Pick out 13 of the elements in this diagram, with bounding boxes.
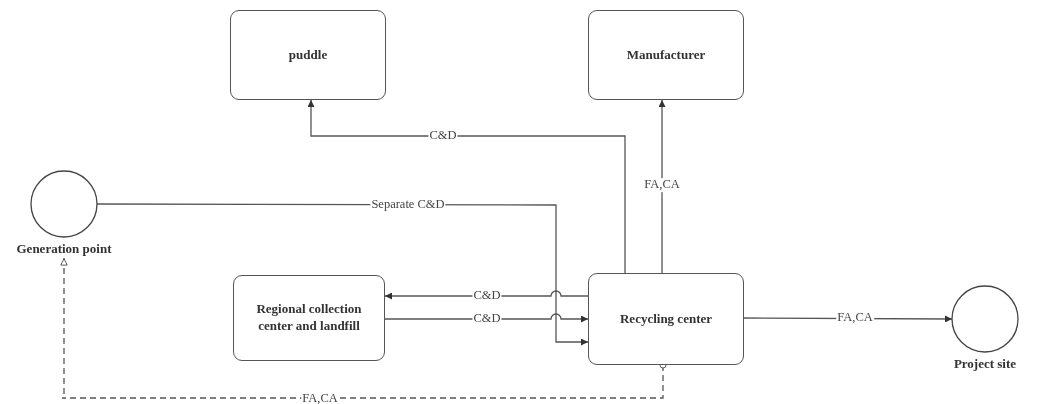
edge-label: FA,CA [301,392,339,404]
arrow [60,257,667,399]
arrow [307,99,626,274]
edge-label: FA,CA [643,178,681,192]
process-box: Manufacturer [588,10,744,100]
edge-label: FA,CA [836,311,874,325]
node-label: Project site [953,356,1017,373]
node-label: Generation point [16,241,112,258]
process-box: Recycling center [588,273,744,365]
arrow [658,99,666,274]
process-box: puddle [230,10,386,100]
process-box: Regional collection center and landfill [233,275,385,361]
edge-label: Separate C&D [370,198,446,212]
